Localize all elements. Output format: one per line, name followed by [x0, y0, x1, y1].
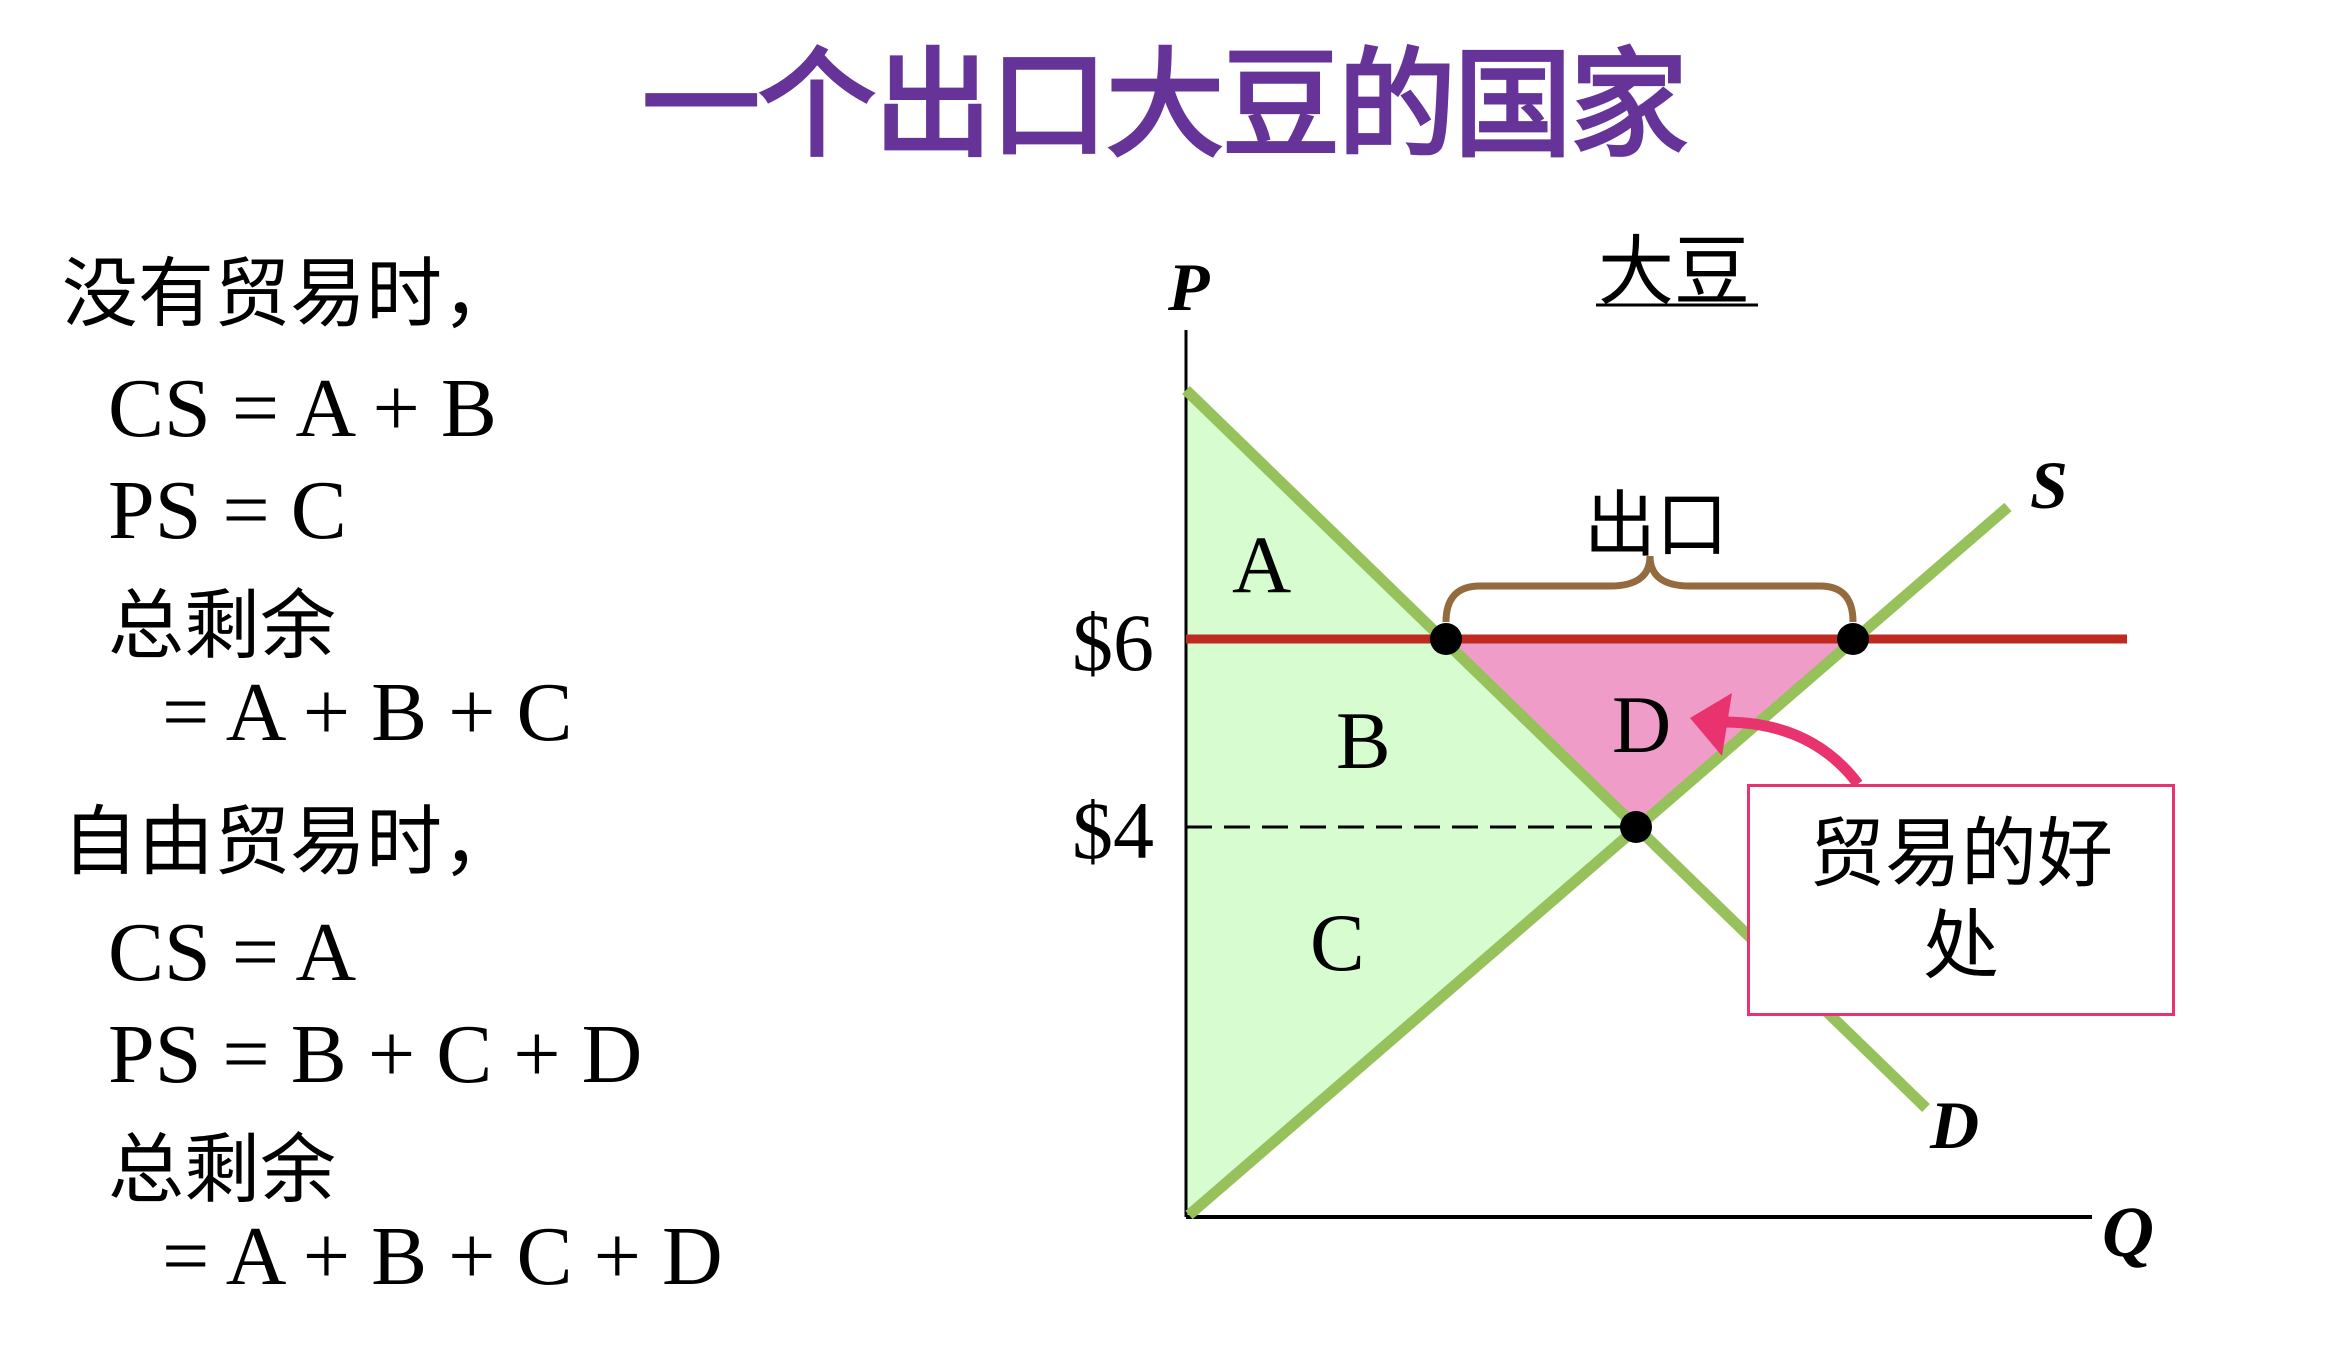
- price-tick-4: $4: [1072, 785, 1154, 876]
- equilibrium-point: [1620, 811, 1652, 843]
- region-d: [1446, 639, 1853, 827]
- free-trade-heading: 自由贸易时，: [62, 797, 518, 886]
- region-b-label: B: [1336, 695, 1391, 786]
- demand-label: D: [1929, 1087, 1979, 1163]
- no-trade-heading: 没有贸易时，: [62, 249, 518, 338]
- no-trade-cs: CS = A + B: [108, 362, 497, 455]
- no-trade-total-label: 总剩余: [108, 581, 336, 670]
- region-c-label: C: [1310, 897, 1365, 988]
- benefit-arrow-head: [1690, 693, 1732, 756]
- chart-title: 大豆: [1598, 227, 1750, 316]
- y-axis-label: P: [1167, 249, 1210, 325]
- supply-at-world-price-point: [1837, 623, 1869, 655]
- surplus-region-abc: [1186, 390, 1636, 1217]
- gains-from-trade-callout: 贸易的好处: [1747, 784, 2175, 1016]
- slide-title: 一个出口大豆的国家: [641, 36, 1688, 174]
- no-trade-ps: PS = C: [108, 464, 347, 557]
- free-trade-cs: CS = A: [108, 906, 357, 999]
- supply-curve: [1185, 502, 2012, 1220]
- free-trade-total-label: 总剩余: [108, 1125, 336, 1214]
- exports-brace: [1442, 555, 1857, 623]
- region-a-label: A: [1232, 519, 1291, 610]
- free-trade-ps: PS = B + C + D: [108, 1008, 643, 1101]
- price-tick-6: $6: [1072, 597, 1154, 688]
- demand-at-world-price-point: [1430, 623, 1462, 655]
- no-trade-total-value: = A + B + C: [162, 666, 573, 759]
- supply-label: S: [2030, 447, 2068, 523]
- x-axis-label: Q: [2102, 1192, 2154, 1272]
- benefit-arrow: [1717, 716, 1863, 788]
- region-d-label: D: [1612, 679, 1671, 770]
- free-trade-total-value: = A + B + C + D: [162, 1210, 723, 1303]
- exports-label: 出口: [1584, 483, 1728, 567]
- gains-from-trade-text: 贸易的好处: [1809, 809, 2113, 990]
